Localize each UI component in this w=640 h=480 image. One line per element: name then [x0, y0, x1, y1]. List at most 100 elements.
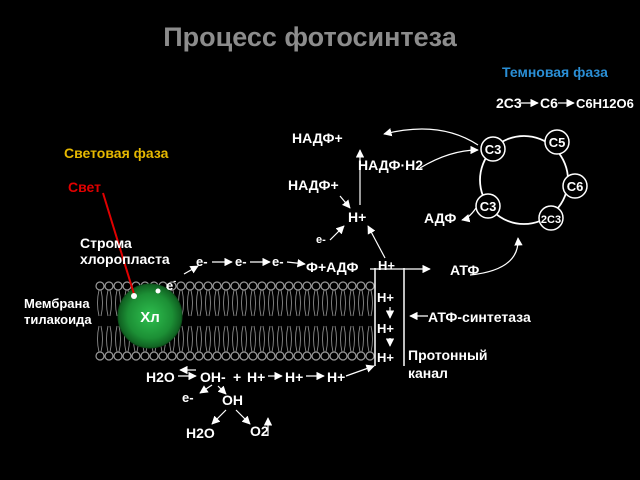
light-phase-title: Световая фаза: [64, 145, 169, 161]
lipid-tail: [322, 289, 328, 317]
lipid-tail: [241, 289, 247, 317]
lipid-head: [347, 351, 357, 361]
lipid-head: [356, 281, 366, 291]
lipid-head: [257, 281, 267, 291]
lipid-head: [293, 351, 303, 361]
lipid-head: [104, 281, 114, 291]
electron-flow-3: e-: [272, 254, 284, 269]
lipid-tail: [241, 325, 247, 353]
lipid-tail: [286, 289, 292, 317]
stroma-label-2: хлоропласта: [80, 251, 170, 267]
lipid-head: [113, 351, 123, 361]
arrow-nadp-return: [383, 128, 479, 146]
lipid-head: [176, 281, 186, 291]
lipid-head: [320, 351, 330, 361]
e-split-label: e-: [182, 390, 194, 405]
h-plus-center: H+: [348, 209, 366, 225]
lipid-head: [104, 351, 114, 361]
channel-h-2: H+: [377, 321, 394, 336]
lipid-tail: [304, 325, 310, 353]
atp-synthase-label: АТФ-синтетаза: [428, 309, 531, 325]
lipid-head: [365, 281, 375, 291]
lipid-head: [266, 351, 276, 361]
lipid-tail: [331, 289, 337, 317]
lipid-tail: [205, 325, 211, 353]
lipid-head: [113, 281, 123, 291]
lipid-head: [167, 281, 177, 291]
lipid-tail: [358, 325, 364, 353]
lipid-tail: [268, 325, 274, 353]
h2o-label: H2O: [146, 369, 175, 385]
f-adp-label: Ф+АДФ: [306, 259, 359, 275]
equation-c6: C6: [540, 95, 558, 111]
lipid-head: [275, 281, 285, 291]
lipid-tail: [295, 325, 301, 353]
lipid-tail: [259, 289, 265, 317]
lipid-head: [239, 281, 249, 291]
lipid-head: [194, 281, 204, 291]
lipid-tail: [304, 289, 310, 317]
plus-label: +: [233, 369, 241, 385]
lipid-tail: [313, 289, 319, 317]
lipid-head: [131, 351, 141, 361]
arrow-h-from-channel: [367, 225, 386, 259]
electron-flow-1: e-: [196, 254, 208, 269]
lipid-head: [365, 351, 375, 361]
lipid-tail: [250, 289, 256, 317]
lipid-head: [194, 351, 204, 361]
lipid-head: [239, 351, 249, 361]
lipid-tail: [322, 325, 328, 353]
arrow-o2: [235, 409, 251, 425]
light-label: Свет: [68, 179, 101, 195]
lipid-head: [275, 351, 285, 361]
chlorophyll-label: Хл: [140, 309, 160, 326]
cycle-node-label: C3: [485, 142, 502, 157]
lipid-tail: [196, 289, 202, 317]
oh-label: OH-: [200, 369, 226, 385]
lipid-head: [347, 281, 357, 291]
electron-flow-2: e-: [235, 254, 247, 269]
membrane-label-2: тилакоида: [24, 312, 92, 327]
lipid-tail: [277, 289, 283, 317]
arrow-atf-to-cycle: [469, 237, 523, 276]
lipid-tail: [286, 325, 292, 353]
cycle-node: [538, 205, 564, 231]
lipid-head: [320, 281, 330, 291]
lipid-tail: [187, 289, 193, 317]
lipid-head: [221, 351, 231, 361]
nadp-label-1: НАДФ+: [292, 130, 343, 146]
lipid-head: [149, 351, 159, 361]
lipid-tail: [106, 289, 112, 317]
lipid-head: [203, 281, 213, 291]
lipid-tail: [268, 289, 274, 317]
lipid-head: [257, 351, 267, 361]
lipid-head: [311, 351, 321, 361]
oh-radical-label: OH: [222, 392, 243, 408]
arrow-oh-radical: [217, 385, 227, 395]
arrow-e-to-h: [329, 225, 345, 241]
channel-h-3: H+: [377, 350, 394, 365]
lipid-head: [284, 281, 294, 291]
lipid-head: [203, 351, 213, 361]
lipid-head: [122, 351, 132, 361]
lipid-tail: [367, 325, 373, 353]
lipid-tail: [313, 325, 319, 353]
stroma-label: Строма: [80, 235, 132, 251]
lipid-tail: [205, 289, 211, 317]
lipid-tail: [115, 325, 121, 353]
atf-label: АТФ: [450, 262, 479, 278]
lipid-tail: [232, 289, 238, 317]
lipid-head: [302, 281, 312, 291]
lipid-tail: [340, 325, 346, 353]
membrane-label: Мембрана: [24, 296, 90, 311]
arrow-h2o-out: [211, 409, 227, 425]
arrow-e-4: [286, 258, 306, 268]
electron-dot: [155, 288, 161, 294]
lipid-head: [212, 351, 222, 361]
e-down-label: e-: [316, 234, 326, 246]
lipid-tail: [358, 289, 364, 317]
arrow-nadp-in: [339, 195, 351, 209]
cycle-node: [562, 173, 588, 199]
h2o-out-label: H2O: [186, 425, 215, 441]
